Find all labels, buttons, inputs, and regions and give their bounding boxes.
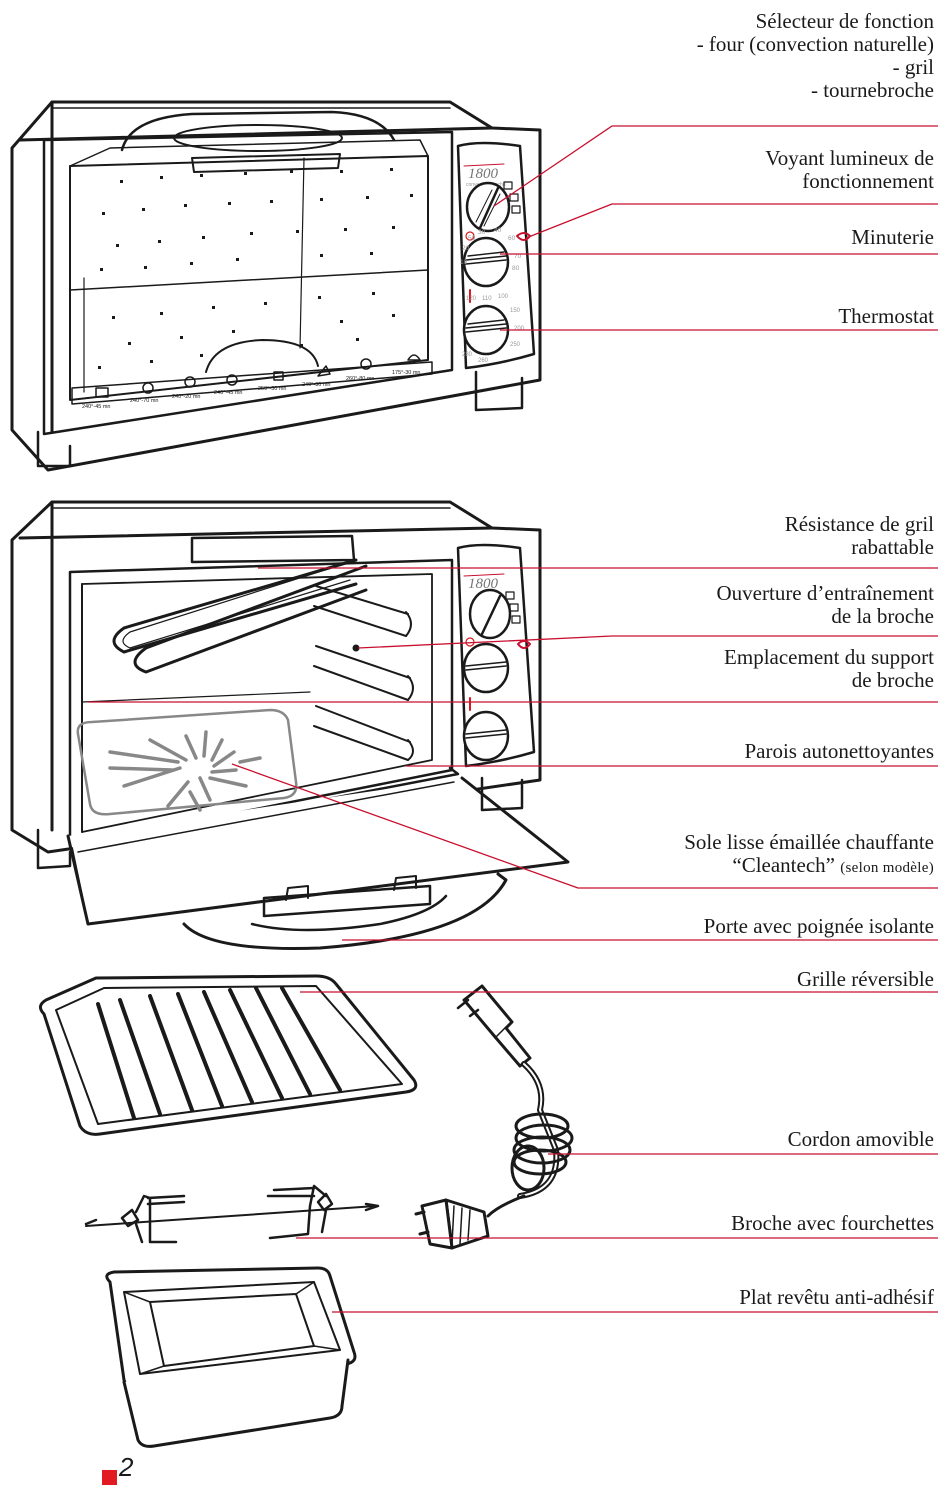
thermo-num-280: 280 [462,352,473,358]
page-number: 2 [119,1452,134,1482]
label-cleantech-name: “Cleantech” [732,853,835,877]
label-grill-element-line1: Résistance de gril [784,512,934,536]
timer-num-10: 10 [460,259,468,266]
label-spit-support: Emplacement du support de broche [724,646,934,692]
label-cleantech-base-line2: “Cleantech” (selon modèle) [684,854,934,880]
spit-illustration [84,1184,380,1244]
label-spit-support-line2: de broche [851,668,934,692]
dish-illustration [105,1266,357,1448]
label-nonstick-dish: Plat revêtu anti-adhésif [739,1285,934,1309]
leader-selecteur [493,125,938,207]
function-selector-knob [465,181,511,233]
label-function-selector-line3: - gril [892,55,934,79]
label-indicator-light-line2: fonctionnement [802,169,934,193]
label-function-selector-line4: - tournebroche [810,78,934,102]
thermo-num-150: 150 [510,308,521,314]
thermo-num-260: 260 [478,358,489,364]
label-function-selector-line2: - four (convection naturelle) [696,32,934,56]
label-indicator-light-line1: Voyant lumineux de [765,146,934,170]
leader-sole [231,763,938,889]
timer-num-20: 20 [462,245,470,252]
label-grill-element-line2: rabattable [851,535,934,559]
leader-lines [88,125,938,1313]
label-cleantech-note: (selon modèle) [840,860,934,876]
page-marker [102,1470,117,1485]
timer-num-70: 70 [514,253,522,260]
thermo-num-250: 250 [510,342,521,348]
tray-mark-8: 175°-30 mn [392,370,421,376]
label-thermostat: Thermostat [838,304,934,328]
oven-open-illustration [10,500,570,950]
rack-illustration [39,974,418,1136]
cord-illustration [414,984,574,1250]
timer-num-80: 80 [512,265,520,272]
label-spit-drive-opening: Ouverture d’entraînement de la broche [717,582,935,628]
label-cleantech-base: Sole lisse émaillée chauffante “Cleantec… [684,831,934,880]
label-reversible-rack: Grille réversible [796,967,934,991]
tray-mark-7: 260°-80 mn [346,376,375,382]
tray-mark-6: 240°-30 mn [302,382,331,388]
label-spit-drive-opening-line1: Ouverture d’entraînement [716,581,935,605]
label-indicator-light: Voyant lumineux de fonctionnement [765,147,934,193]
tray-mark-3: 240°-20 mn [172,394,201,400]
timer-num-60: 60 [508,235,516,242]
tray-mark-1: 240°-45 mn [82,404,111,410]
control-panel-top: 1800 convectionBroche 30 40 50 20 60 10 … [460,163,531,364]
leader-voyant [525,203,938,239]
label-spit-drive-opening-line2: de la broche [831,604,934,628]
label-cleantech-base-line1: Sole lisse émaillée chauffante [684,830,934,854]
timer-num-50: 50 [468,235,476,242]
oven-closed-illustration: 240°-45 mn 240°-70 mn 240°-20 mn 240°-45… [10,100,542,472]
timer-num-30: 30 [478,229,486,236]
tray-mark-5: 250°-30 mn [258,386,287,392]
thermo-num-100: 100 [498,294,509,300]
label-door-handle: Porte avec poignée isolante [703,914,934,938]
timer-num-40: 40 [494,227,502,234]
panel-brand: 1800 [468,166,499,182]
label-function-selector-line1: Sélecteur de fonction [755,9,934,33]
tray-mark-2: 240°-70 mn [130,398,159,404]
panel2-brand: 1800 [468,576,499,592]
label-function-selector: Sélecteur de fonction - four (convection… [697,10,934,102]
label-timer: Minuterie [851,225,934,249]
label-self-cleaning-walls: Parois autonettoyantes [744,739,934,763]
leader-ouverture [357,635,938,649]
label-spit-support-line1: Emplacement du support [724,645,934,669]
tray-mark-4: 240°-45 mn [214,390,243,396]
thermo-num-200: 200 [514,326,525,332]
label-spit-forks: Broche avec fourchettes [731,1211,934,1235]
tray-pictograms [95,354,421,398]
label-removable-cord: Cordon amovible [787,1127,934,1151]
thermo-num-110: 110 [482,296,492,302]
label-grill-element: Résistance de gril rabattable [785,513,934,559]
thermo-num-120: 120 [466,296,477,302]
